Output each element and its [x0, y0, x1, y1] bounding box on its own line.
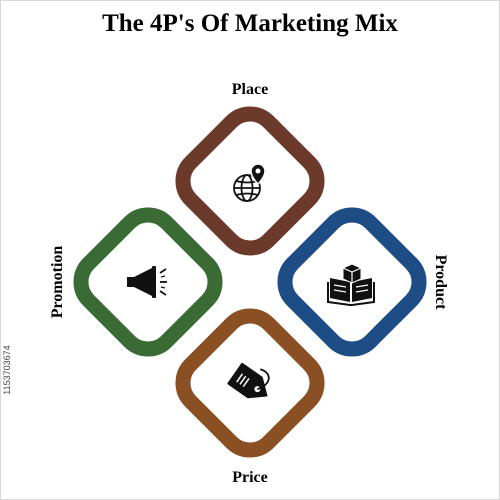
- globe-location-icon: [233, 163, 266, 202]
- diagram-title: The 4P's Of Marketing Mix: [102, 10, 398, 37]
- place-frame: [175, 106, 325, 256]
- price-tag-icon: [227, 362, 270, 399]
- price-label: Price: [232, 469, 268, 486]
- place-label: Place: [231, 81, 269, 98]
- watermark-text: 1153703674: [2, 345, 12, 395]
- megaphone-icon: [127, 266, 167, 298]
- box-on-book-icon: [327, 263, 375, 306]
